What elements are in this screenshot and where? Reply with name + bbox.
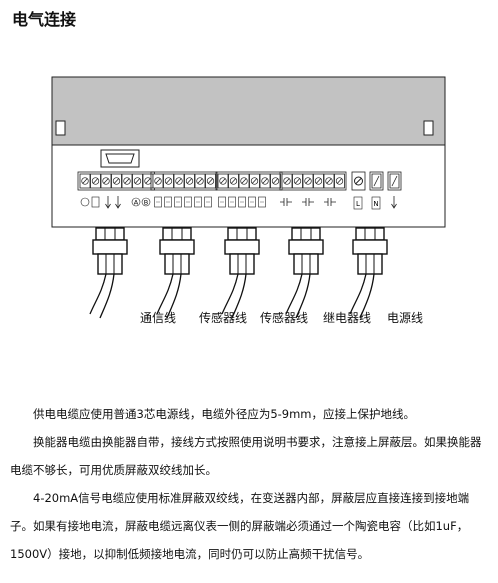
cables: [89, 273, 375, 319]
gland-cap: [229, 253, 255, 275]
gland-body: [352, 239, 388, 255]
enclosure-lid: [51, 76, 446, 146]
marker-b: [141, 197, 151, 207]
terminal-block-comm-screw: [121, 173, 133, 189]
gland-cap: [164, 253, 190, 275]
gland-cap: [293, 253, 319, 275]
cable-wire: [359, 273, 375, 319]
terminal-block-sensor-1-screw: [205, 173, 216, 189]
terminal-block-sensor-2-screw: [238, 173, 250, 189]
terminal-block-sensor-2-screw: [259, 173, 271, 189]
gland-nut: [95, 227, 125, 241]
cable-gland: [352, 227, 388, 275]
terminal-block-comm-screw: [79, 173, 91, 189]
terminal-block-sensor-1-screw: [152, 173, 164, 189]
gland-body: [92, 239, 128, 255]
terminal-block-power: [351, 171, 402, 191]
cable-wire: [89, 273, 107, 315]
gland-body: [224, 239, 260, 255]
lid-latch-right: [423, 120, 434, 136]
marker-l: [353, 196, 363, 210]
terminal-block-relay-screw: [313, 173, 324, 189]
marker-a-text: A: [134, 199, 139, 207]
serial-port-inner: [105, 153, 135, 164]
marker-relay-contact: [280, 198, 292, 206]
paragraph-power-cable: 供电电缆应使用普通3芯电源线，电缆外径应为5-9mm，应接上保护地线。: [33, 407, 416, 421]
page-title: 电气连接: [12, 10, 77, 29]
marker-n: [371, 196, 381, 210]
cable-label: 通信线: [140, 311, 176, 325]
cable-labels: 通信线 传感器线传感器线 继电器线 电源线: [140, 310, 423, 325]
marker-l-text: L: [356, 200, 360, 208]
terminal-block-sensor-1-screw: [184, 173, 195, 189]
cable-label: 传感器线: [199, 310, 247, 325]
terminal-block-relay-screw: [302, 173, 314, 189]
cable-wire: [156, 273, 174, 315]
terminal-block-sensor-1-screw: [163, 173, 174, 189]
marker-box: [91, 196, 100, 208]
cable-gland: [288, 227, 324, 275]
terminal-block-comm-screw: [142, 173, 154, 189]
cable-label: 电源线: [387, 311, 423, 325]
terminal-block-comm-screw: [100, 173, 112, 189]
cable-wire: [99, 273, 115, 319]
marker-relay-contact: [302, 198, 314, 206]
description-text: 供电电缆应使用普通3芯电源线，电缆外径应为5-9mm，应接上保护地线。 换能器电…: [10, 400, 488, 568]
gland-cap: [357, 253, 383, 275]
cable-glands: [92, 227, 388, 275]
paragraph-signal-cable: 4-20mA信号电缆应使用标准屏蔽双绞线，在变送器内部，屏蔽层应直接连接到接地端…: [10, 491, 470, 561]
marker-b-text: B: [144, 199, 148, 207]
terminal-block-sensor-2-screw: [249, 173, 260, 189]
cable-gland: [92, 227, 128, 275]
terminal-block-sensor-1-screw: [173, 173, 185, 189]
cable-wire: [349, 273, 367, 315]
terminal-blocks: [77, 171, 402, 191]
gland-nut: [227, 227, 257, 241]
gland-nut: [162, 227, 192, 241]
terminal-block-comm-screw: [132, 173, 143, 189]
terminal-block-sensor-1: [150, 171, 218, 191]
terminal-block-sensor-2-screw: [270, 173, 281, 189]
cable-gland: [159, 227, 195, 275]
terminal-block-sensor-2-screw: [217, 173, 229, 189]
marker-a: [131, 197, 141, 207]
terminal-block-relay-screw: [334, 173, 345, 189]
marker-ground: [80, 197, 90, 207]
gland-body: [159, 239, 195, 255]
gland-nut: [291, 227, 321, 241]
cable-label: 传感器线: [260, 310, 308, 325]
gland-body: [288, 239, 324, 255]
terminal-block-sensor-1-screw: [194, 173, 206, 189]
cable-wire: [231, 273, 247, 319]
terminal-block-comm-screw: [111, 173, 122, 189]
terminal-block-relay-screw: [292, 173, 303, 189]
gland-cap: [97, 253, 123, 275]
gland-nut: [355, 227, 385, 241]
cable-wire: [166, 273, 182, 319]
cable-wire: [285, 273, 303, 315]
marker-n-text: N: [373, 200, 378, 208]
lid-latch-left: [55, 120, 66, 136]
power-terminal-screw: [389, 173, 400, 189]
marker-relay-contact: [324, 198, 336, 206]
cable-gland: [224, 227, 260, 275]
cable-label: 继电器线: [323, 311, 371, 325]
terminal-block-relay-screw: [323, 173, 335, 189]
terminal-block-sensor-2-screw: [228, 173, 239, 189]
paragraph-transducer-cable: 换能器电缆由换能器自带，接线方式按照使用说明书要求，注意接上屏蔽层。如果换能器电…: [10, 435, 482, 477]
terminal-block-relay-screw: [281, 173, 293, 189]
power-terminal-screw: [371, 173, 382, 189]
terminal-block-comm-screw: [90, 173, 101, 189]
cable-wire: [221, 273, 239, 315]
cable-wire: [295, 273, 311, 319]
terminal-block-relay: [279, 171, 347, 191]
